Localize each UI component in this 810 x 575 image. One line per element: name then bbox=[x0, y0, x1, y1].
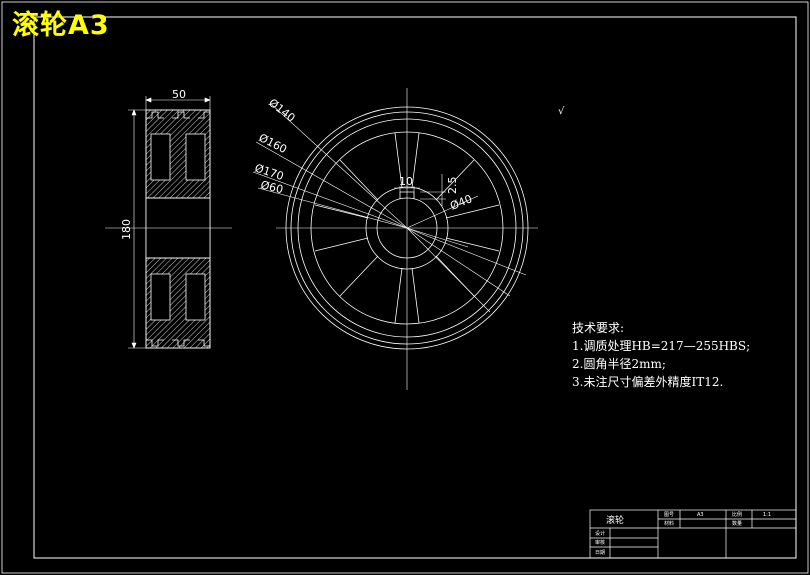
tb-scale-value: 1:1 bbox=[763, 512, 771, 518]
dim-key-depth: 2.5 bbox=[446, 177, 459, 195]
width-dimension bbox=[145, 96, 211, 110]
height-dimension bbox=[128, 109, 146, 349]
dim-d160: Ø160 bbox=[257, 131, 289, 156]
tb-drawing-no-value: A3 bbox=[697, 512, 704, 518]
inner-border bbox=[33, 16, 797, 559]
tb-part-name: 滚轮 bbox=[606, 514, 624, 526]
diameter-leaders bbox=[252, 102, 527, 313]
drawing-title: 滚轮A3 bbox=[12, 10, 110, 41]
tb-designer-label: 设计 bbox=[595, 530, 605, 537]
note-line-2: 2.圆角半径2mm; bbox=[572, 357, 666, 371]
tb-date-label: 日期 bbox=[595, 550, 605, 556]
tb-checker-label: 审核 bbox=[595, 539, 605, 546]
roughness-icon: √ bbox=[558, 106, 565, 117]
tb-scale-label: 比例 bbox=[732, 511, 742, 518]
height-label: 180 bbox=[120, 219, 133, 240]
dim-d40: Ø40 bbox=[448, 192, 474, 213]
note-line-3: 3.未注尺寸偏差外精度IT12. bbox=[572, 375, 724, 389]
dim-d140: Ø140 bbox=[266, 96, 297, 125]
section-view bbox=[145, 109, 211, 349]
tb-material-label: 材料 bbox=[664, 520, 674, 527]
dim-d60: Ø60 bbox=[259, 178, 284, 196]
width-label: 50 bbox=[172, 88, 186, 101]
key-dimensions bbox=[394, 174, 446, 206]
front-centerlines bbox=[276, 88, 538, 390]
notes-heading: 技术要求: bbox=[572, 321, 625, 335]
title-block bbox=[589, 509, 797, 559]
spoke-lines bbox=[314, 132, 500, 324]
dim-key-width: 10 bbox=[399, 175, 413, 188]
tb-drawing-no-label: 图号 bbox=[664, 512, 674, 518]
note-line-1: 1.调质处理HB=217—255HBS; bbox=[572, 339, 751, 353]
tb-quantity-label: 数量 bbox=[732, 520, 742, 527]
